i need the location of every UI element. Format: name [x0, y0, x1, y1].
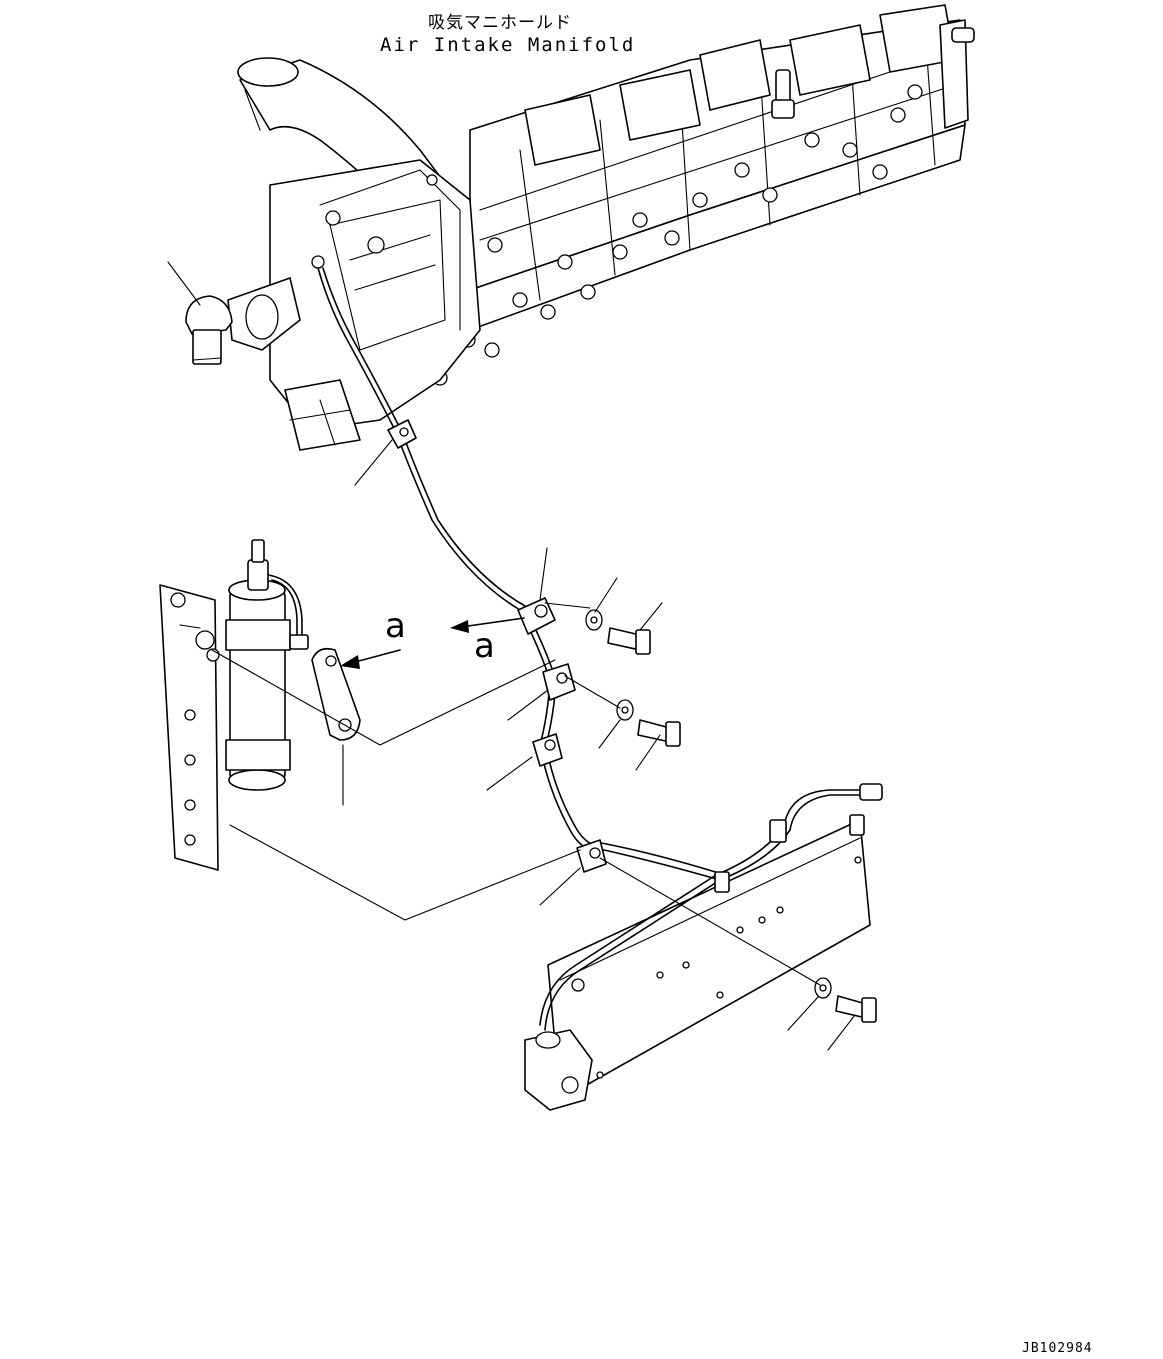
harness-clip-2 [517, 597, 556, 635]
harness-clip-1 [387, 419, 417, 449]
bolt-with-washer-3 [814, 977, 877, 1023]
manifold-label-japanese: 吸気マニホールド [428, 13, 572, 33]
leader-lines [167, 261, 856, 1051]
view-a-callout-left: a [385, 606, 406, 646]
air-intake-manifold [227, 4, 975, 451]
manifold-label-english: Air Intake Manifold [380, 34, 636, 56]
harness-clip-4 [532, 733, 563, 767]
drawing-number: JB102984 [1022, 1341, 1093, 1356]
blanking-plug [185, 295, 233, 365]
view-a-callout-right: a [474, 626, 495, 666]
lower-sensor-panel [524, 783, 883, 1111]
filter-canister [195, 539, 309, 791]
filter-bracket-plate [159, 584, 219, 871]
harness-bracket [311, 647, 361, 741]
view-a-arrows [340, 617, 525, 669]
bolt-with-washer-1 [585, 609, 651, 655]
bolt-with-washer-2 [616, 699, 681, 747]
harness-clip-3 [542, 663, 576, 701]
assembly-guide-lines [211, 602, 821, 986]
harness-clip-5 [576, 839, 607, 873]
